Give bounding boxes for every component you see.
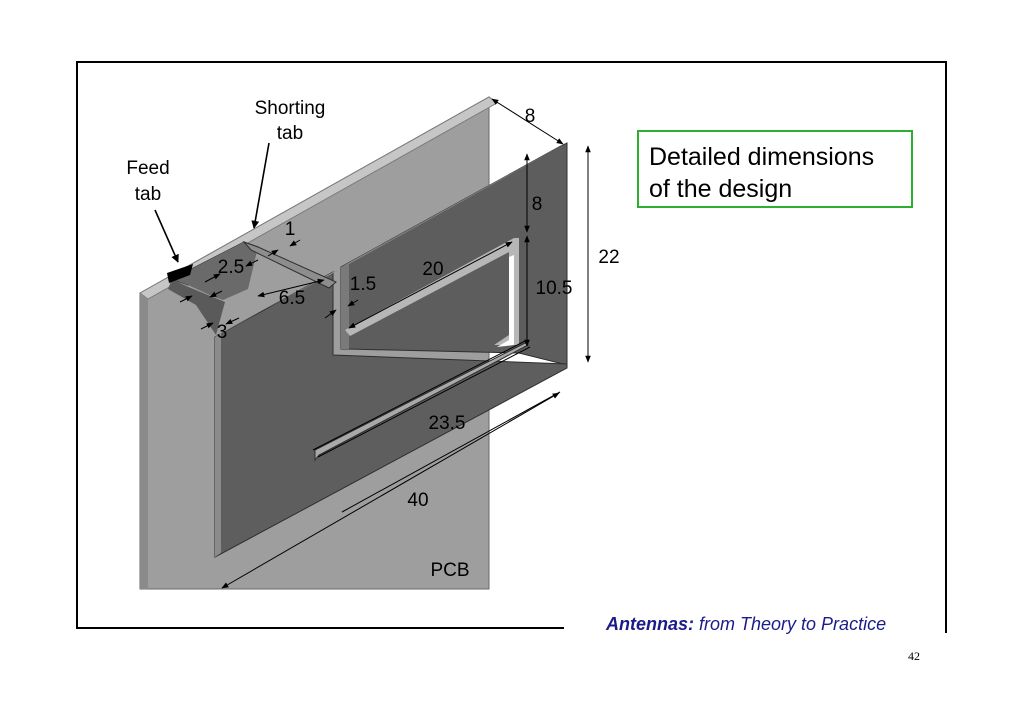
dim-slot-height: 10.5 [536, 278, 573, 299]
slide-frame-left [76, 61, 78, 629]
dim-lower-slot-length: 23.5 [429, 413, 466, 434]
dim-feed-width: 2.5 [218, 257, 244, 278]
slide-frame-bottom [76, 627, 564, 629]
footer-title: Antennas: from Theory to Practice [606, 614, 886, 635]
dim-shorting-gap: 1 [285, 219, 296, 240]
page-number: 42 [908, 649, 920, 663]
tabs [167, 240, 337, 335]
dim-top-depth: 8 [525, 106, 536, 127]
shorting-tab-label-line2: tab [277, 123, 303, 144]
footer-subtitle: from Theory to Practice [694, 614, 887, 634]
shorting-tab-label-line1: Shorting [255, 98, 326, 119]
dimension-lines [179, 98, 591, 589]
dim-total-length: 40 [407, 490, 428, 511]
callout-box: Detailed dimensions of the design [637, 130, 913, 208]
feed-tab-pointer [154, 209, 179, 263]
dim-upper-height: 8 [532, 194, 543, 215]
footer-title-bold: Antennas: [606, 614, 695, 634]
dim-slot-width: 1.5 [350, 274, 376, 295]
slide-frame-top [76, 61, 947, 63]
feed-tab-label-line1: Feed [126, 158, 169, 179]
callout-line-1: Detailed dimensions [649, 143, 875, 171]
slide-frame-right [945, 61, 947, 633]
feed-tab-label-line2: tab [135, 184, 161, 205]
dim-total-height: 22 [598, 247, 619, 268]
dim-feed-offset: 3 [217, 322, 228, 343]
shorting-tab-pointer [251, 142, 270, 229]
dim-tab-spacing: 6.5 [279, 288, 305, 309]
dim-slot-length: 20 [422, 259, 443, 280]
callout-line-2: of the design [649, 175, 793, 203]
pcb-label: PCB [430, 560, 469, 581]
